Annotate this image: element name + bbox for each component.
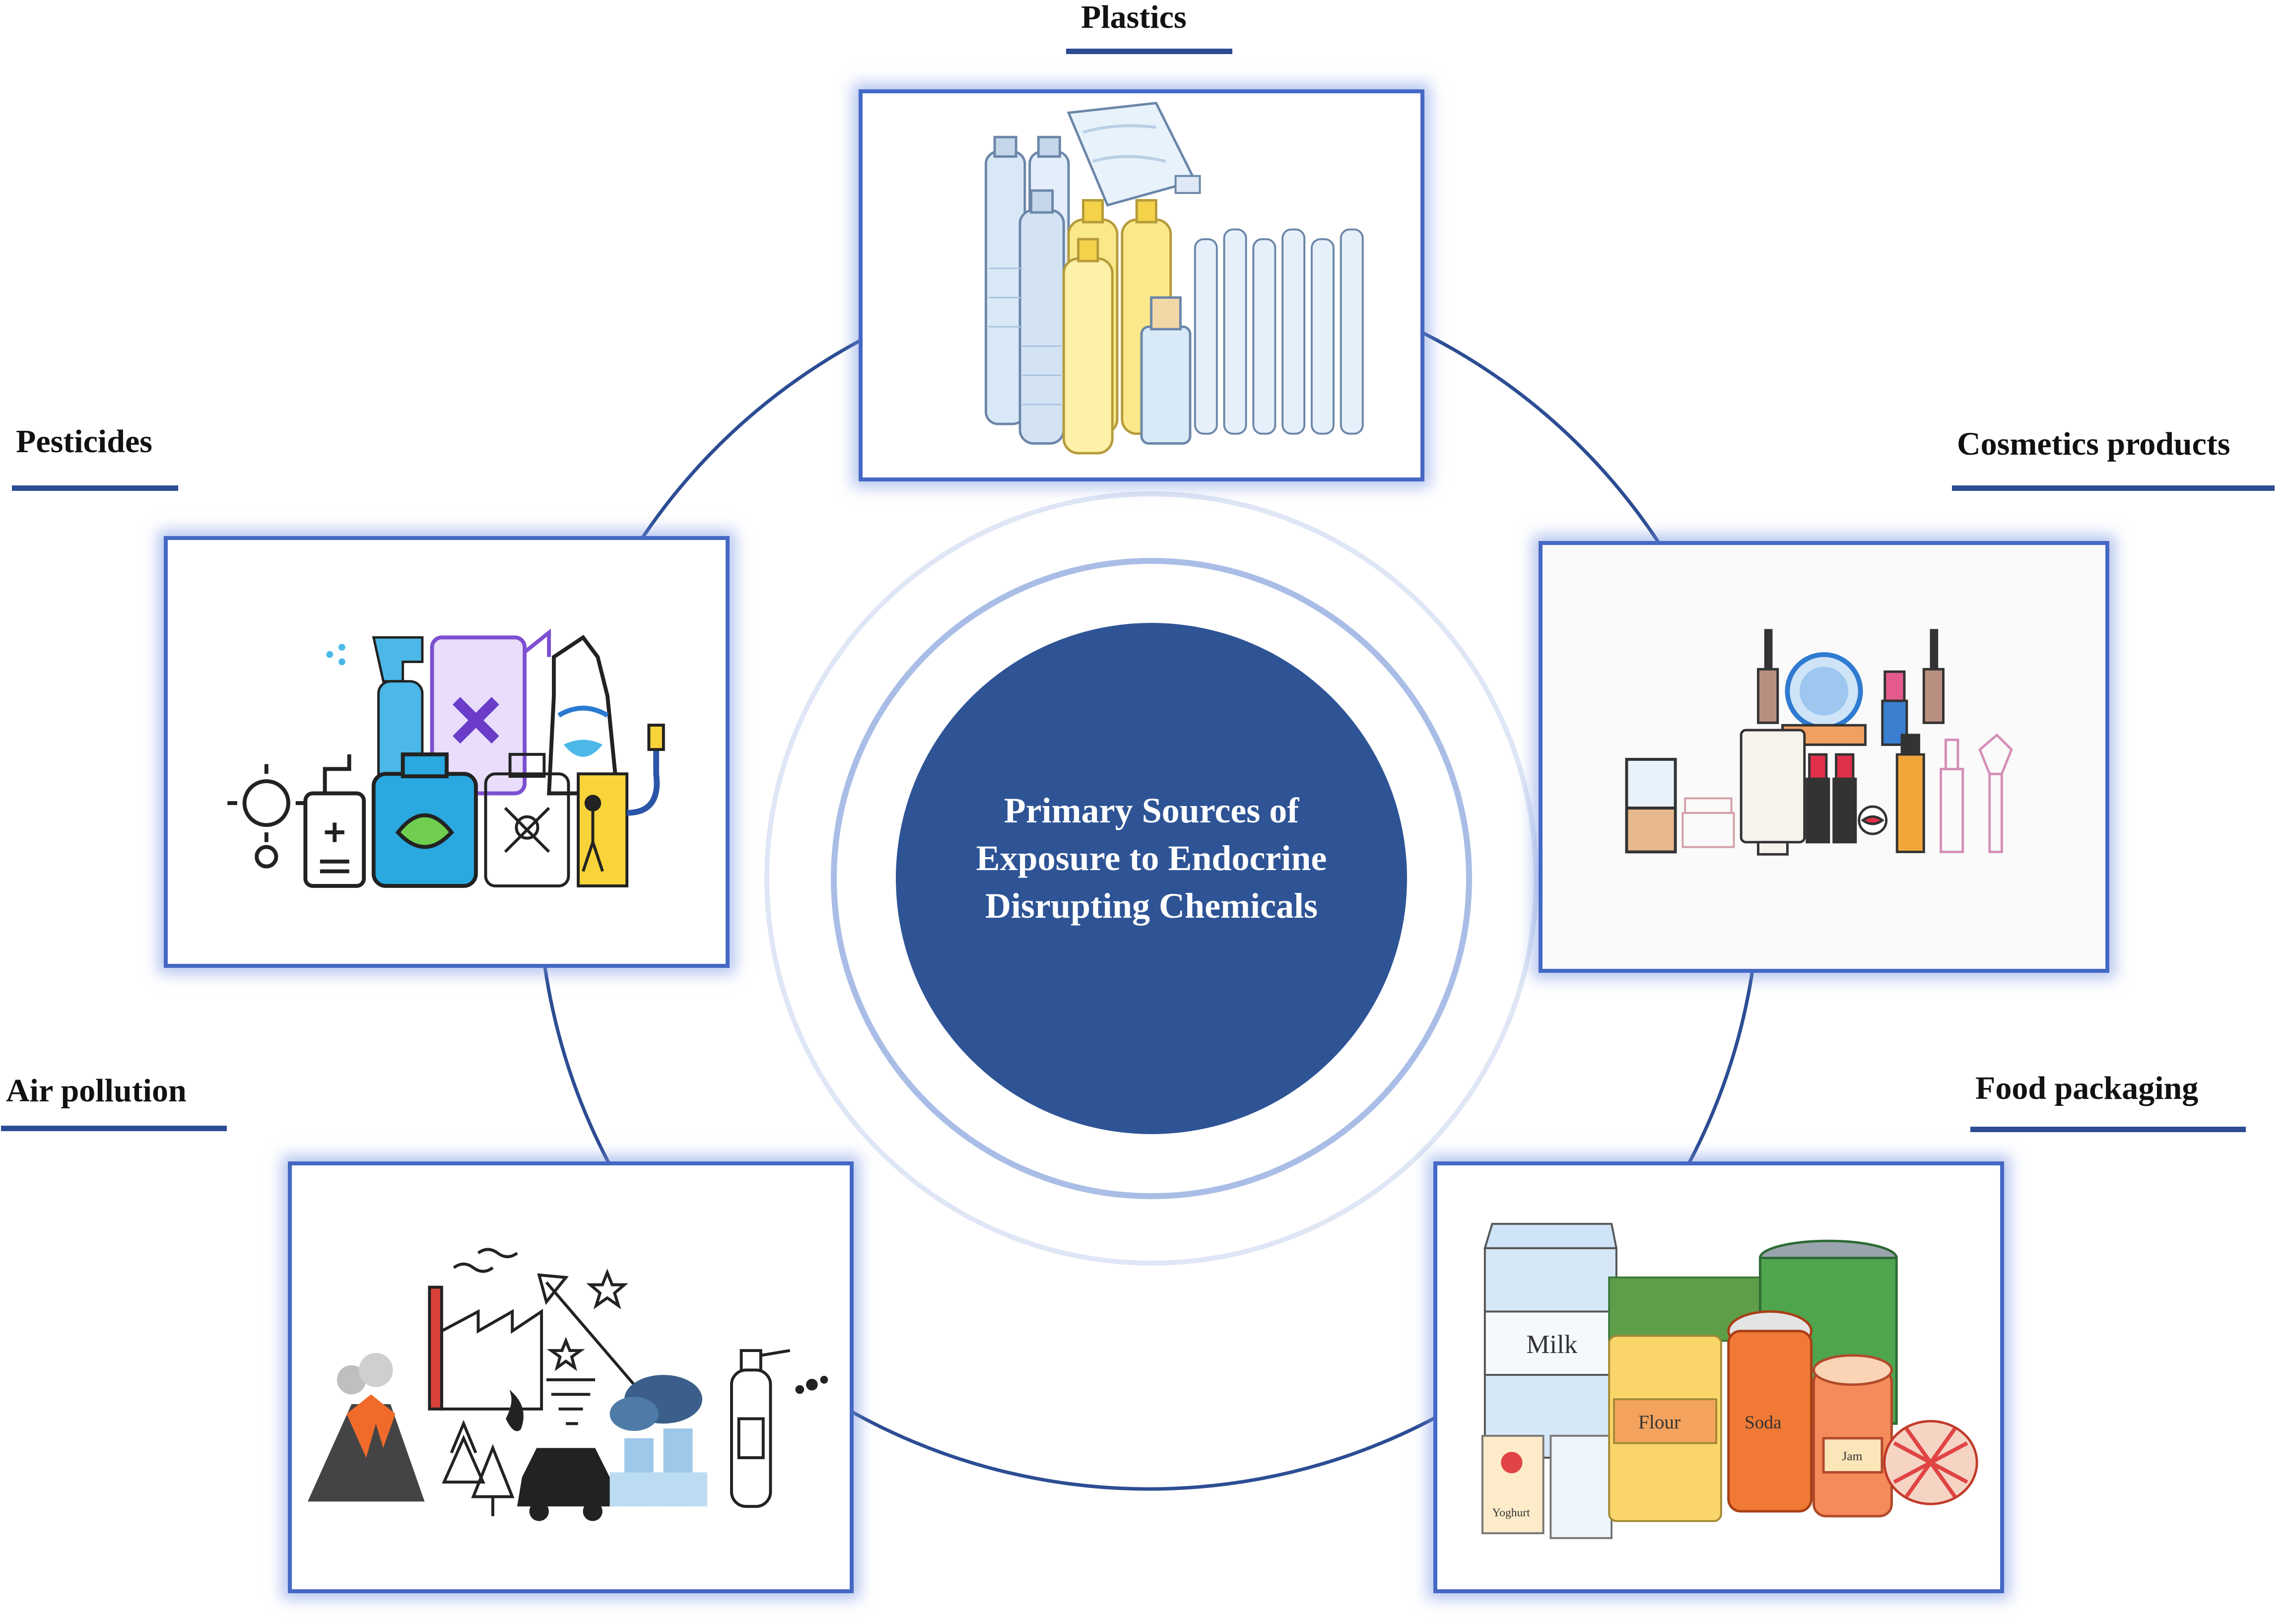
cream-tube-icon: [1740, 729, 1806, 856]
jar-lid-icon: [1883, 1420, 1978, 1505]
halo-ring-outer: [764, 491, 1539, 1266]
center-circle: [896, 623, 1407, 1134]
flour-label: Flour: [1638, 1412, 1681, 1433]
air-panel: [288, 1161, 854, 1593]
power-plant-icon: [609, 1375, 707, 1507]
factory-icon: [428, 1248, 543, 1411]
flour-bag-icon: [1608, 1335, 1722, 1522]
cream-jar-icon: [1681, 797, 1735, 848]
cosmetics-panel: [1539, 541, 2109, 973]
food-panel: Milk Yoghurt Flour Soda: [1433, 1161, 2004, 1593]
plastics-panel: [859, 89, 1424, 481]
cosmetics-illustration: [1544, 545, 2104, 969]
plant-canister-icon: [371, 752, 478, 888]
cosmetics-underline: [1952, 485, 2275, 491]
jam-label: Jam: [1842, 1449, 1862, 1463]
mascara-icon: [1757, 629, 1945, 724]
air-illustration: [307, 1248, 828, 1521]
gear-icon: [227, 764, 306, 869]
center-title-line-3: Disrupting Chemicals: [985, 886, 1318, 926]
center-title-line-2: Exposure to Endocrine: [976, 838, 1327, 878]
foundation-icon: [1895, 734, 1925, 853]
sprayer-worker-icon: [577, 724, 665, 887]
ampoules-icon: [1194, 228, 1364, 435]
smoke-dots-icon: [795, 1376, 828, 1394]
pesticides-panel: [164, 536, 730, 968]
powder-compact-icon: [1625, 757, 1677, 854]
soda-label: Soda: [1745, 1413, 1782, 1433]
plastics-illustration: [985, 101, 1364, 455]
hand-sanitizer-icon: [303, 754, 366, 888]
tornado-icon: [546, 1378, 596, 1425]
compact-mirror-icon: [1781, 652, 1867, 746]
center-title: Primary Sources of Exposure to Endocrine…: [888, 787, 1414, 930]
canister-icon: [430, 628, 551, 796]
trigger-bottle-icon: [547, 634, 619, 796]
food-underline: [1970, 1127, 2246, 1132]
dropper-bottle-icon: [1140, 296, 1192, 445]
pesticides-illustration: [227, 628, 665, 888]
spray-bottle-icon: [326, 636, 424, 790]
center-title-line-1: Primary Sources of: [1004, 791, 1299, 830]
car-icon: [517, 1448, 615, 1521]
fire-extinguisher-icon: [730, 1349, 791, 1508]
soda-can-icon: [1727, 1310, 1813, 1513]
food-label: Food packaging: [1975, 1070, 2199, 1106]
cosmetics-label: Cosmetics products: [1957, 426, 2230, 462]
plastics-label: Plastics: [1081, 0, 1187, 35]
toxic-bottle-icon: [484, 752, 570, 887]
wildfire-trees-icon: [442, 1389, 524, 1516]
plastics-underline: [1066, 49, 1232, 54]
water-bottles-icon: [985, 135, 1070, 445]
pesticides-underline: [12, 485, 178, 491]
pesticides-label: Pesticides: [16, 423, 152, 460]
halo-ring-inner: [831, 558, 1472, 1199]
lipstick-icon: [1881, 670, 1908, 746]
milk-label: Milk: [1526, 1330, 1578, 1359]
strawberry-icon: [1501, 1452, 1523, 1474]
makeup-brush-icon: [1978, 733, 2013, 853]
firework-icon: [537, 1269, 635, 1386]
volcano-icon: [307, 1353, 425, 1502]
air-label: Air pollution: [6, 1073, 187, 1109]
yoghurt-label: Yoghurt: [1492, 1506, 1531, 1519]
milk-carton-icon: [1483, 1222, 1618, 1459]
iv-bag-icon: [1067, 101, 1201, 207]
air-underline: [1, 1126, 227, 1131]
jam-jar-icon: [1812, 1354, 1893, 1518]
food-illustration: Milk Yoghurt Flour Soda: [1481, 1222, 1978, 1539]
lip-gloss-icon: [1940, 739, 1964, 853]
lipsticks-icon: [1806, 753, 1888, 844]
